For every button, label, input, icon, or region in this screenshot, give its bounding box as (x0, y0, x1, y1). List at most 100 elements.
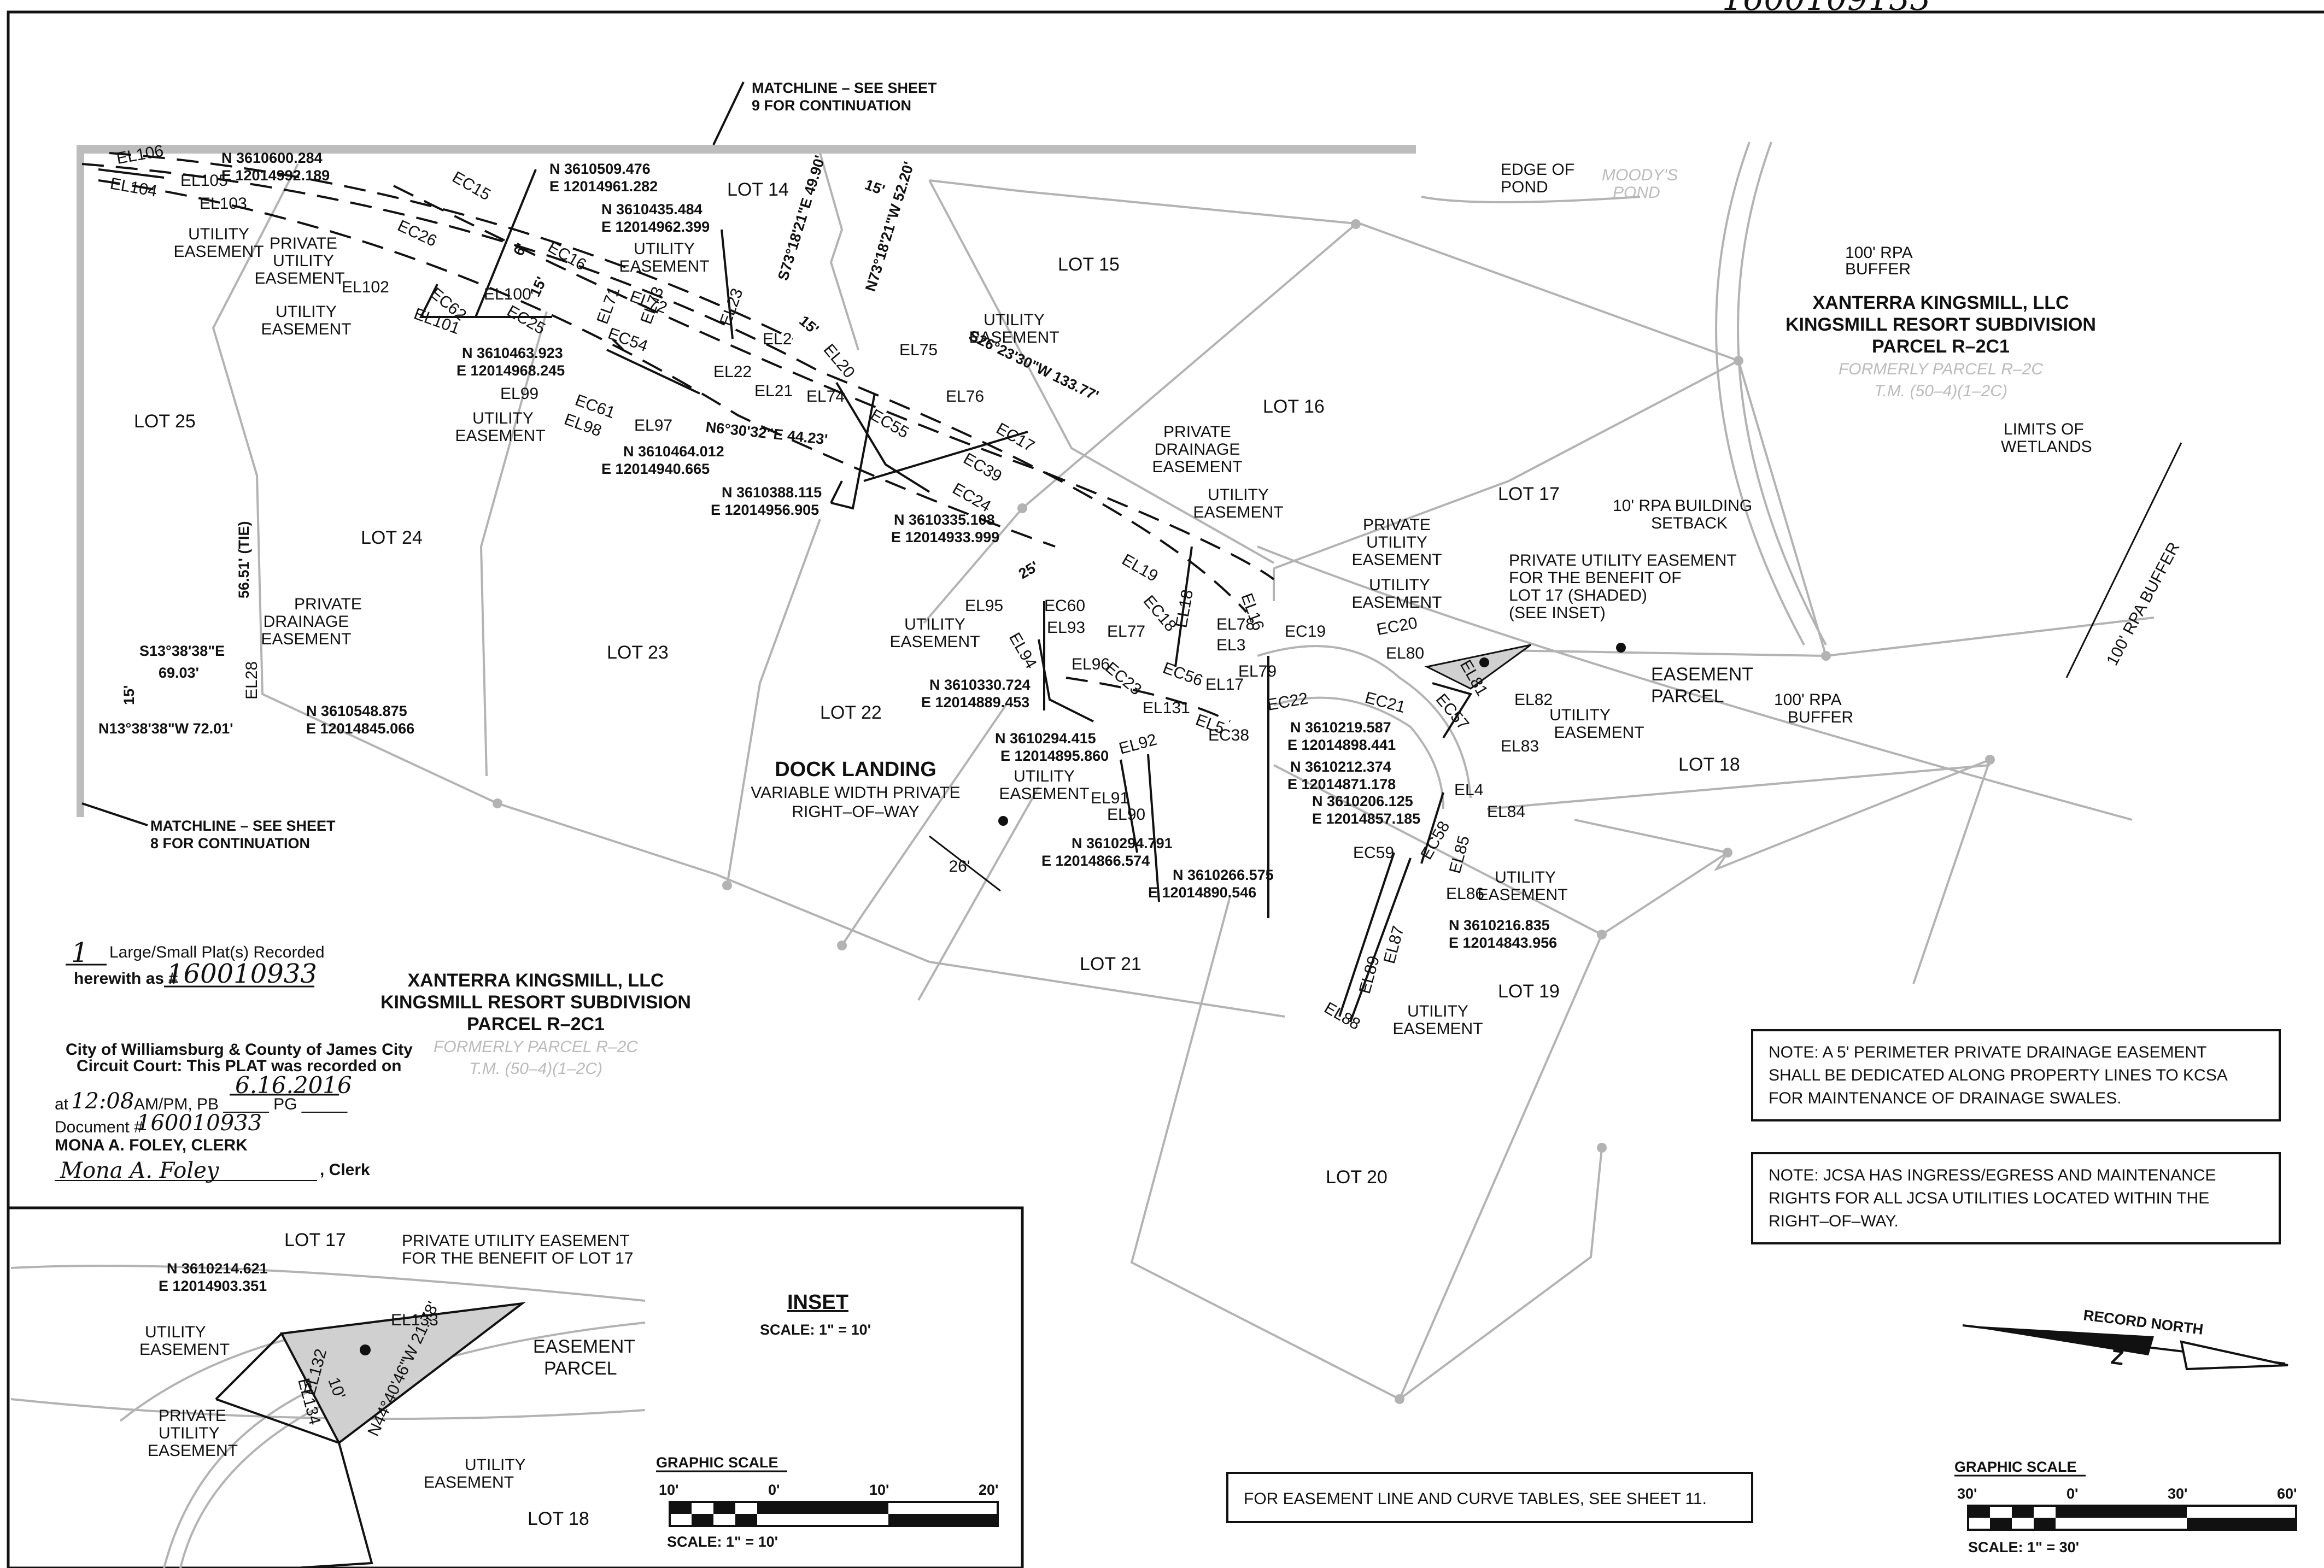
svg-text:SCALE: 1" = 10': SCALE: 1" = 10' (667, 1534, 778, 1550)
svg-text:RIGHTS FOR ALL JCSA UTILITIES: RIGHTS FOR ALL JCSA UTILITIES LOCATED WI… (1769, 1189, 2209, 1207)
svg-text:0': 0' (768, 1482, 780, 1498)
north-arrow: Z RECORD NORTH (1962, 1307, 2288, 1371)
svg-text:PARCEL: PARCEL (544, 1358, 617, 1379)
svg-text:FORMERLY PARCEL R–2C: FORMERLY PARCEL R–2C (434, 1038, 638, 1056)
svg-text:EC18: EC18 (1140, 592, 1180, 635)
svg-text:EASEMENT: EASEMENT (1392, 1020, 1483, 1038)
svg-text:EL4: EL4 (1454, 781, 1483, 799)
svg-text:EASEMENT: EASEMENT (254, 269, 344, 287)
svg-text:POND: POND (1613, 184, 1660, 202)
sheet-border (7, 10, 2324, 1568)
svg-text:UTILITY: UTILITY (1549, 706, 1611, 724)
parcel-east-label: XANTERRA KINGSMILL, LLC KINGSMILL RESORT… (1786, 292, 2096, 400)
svg-text:N 3610509.476: N 3610509.476 (549, 161, 651, 177)
svg-text:10': 10' (869, 1482, 889, 1498)
matchline-bottom: MATCHLINE – SEE SHEET 8 FOR CONTINUATION (150, 818, 336, 851)
svg-text:EASEMENT: EASEMENT (261, 630, 351, 648)
svg-text:EL71: EL71 (594, 284, 624, 326)
svg-text:EASEMENT: EASEMENT (173, 243, 264, 261)
svg-text:EASEMENT: EASEMENT (1651, 664, 1753, 685)
svg-text:DOCK LANDING: DOCK LANDING (775, 758, 936, 781)
svg-text:E 12014895.860: E 12014895.860 (1000, 748, 1109, 764)
note-drainage: NOTE: A 5' PERIMETER PRIVATE DRAINAGE EA… (1751, 1029, 2281, 1121)
svg-text:EC38: EC38 (1208, 726, 1249, 744)
svg-text:FOR THE BENEFIT OF: FOR THE BENEFIT OF (1509, 569, 1682, 587)
svg-text:N 3610548.875: N 3610548.875 (306, 703, 407, 719)
svg-text:EL20: EL20 (820, 340, 858, 381)
svg-text:N 3610294.791: N 3610294.791 (1072, 835, 1173, 851)
easement-dashed-lines (81, 152, 1275, 723)
svg-text:EL102: EL102 (342, 278, 389, 296)
svg-text:EC60: EC60 (1044, 597, 1085, 615)
svg-text:NOTE: JCSA HAS INGRESS/EGRESS: NOTE: JCSA HAS INGRESS/EGRESS AND MAINTE… (1769, 1166, 2216, 1184)
svg-text:LOT 21: LOT 21 (1080, 954, 1141, 974)
svg-text:E 12014961.282: E 12014961.282 (549, 178, 658, 195)
svg-text:POND: POND (1501, 178, 1548, 196)
svg-text:UTILITY: UTILITY (472, 409, 534, 427)
svg-text:10' RPA BUILDING: 10' RPA BUILDING (1613, 497, 1752, 515)
easement-point (1479, 657, 1489, 667)
svg-text:KINGSMILL RESORT SUBDIVISION: KINGSMILL RESORT SUBDIVISION (1786, 314, 2096, 335)
svg-text:LOT 18: LOT 18 (528, 1508, 589, 1529)
svg-text:EASEMENT: EASEMENT (148, 1442, 238, 1460)
svg-text:LIMITS OF: LIMITS OF (2004, 420, 2084, 438)
svg-text:EL131: EL131 (1143, 699, 1190, 717)
matchline-band-left (77, 145, 84, 817)
svg-text:8 FOR CONTINUATION: 8 FOR CONTINUATION (150, 835, 310, 851)
svg-text:EL99: EL99 (500, 385, 538, 403)
svg-text:Document #: Document # (55, 1118, 143, 1136)
svg-text:E 12014992.189: E 12014992.189 (221, 167, 330, 184)
lot-corner-dots (493, 219, 1995, 1404)
svg-text:EL28: EL28 (243, 661, 261, 700)
svg-text:100' RPA: 100' RPA (1845, 244, 1913, 262)
svg-text:T.M. (50–4)(1–2C): T.M. (50–4)(1–2C) (1874, 382, 2007, 400)
inset-title: INSET (787, 1291, 848, 1314)
svg-text:EL103: EL103 (200, 195, 247, 213)
svg-text:EASEMENT: EASEMENT (533, 1336, 635, 1357)
svg-text:15': 15' (796, 313, 822, 338)
svg-text:EASEMENT: EASEMENT (619, 257, 709, 275)
svg-text:, Clerk: , Clerk (320, 1161, 370, 1179)
inset-scale: SCALE: 1" = 10' (760, 1322, 871, 1338)
svg-text:EL79: EL79 (1238, 662, 1277, 680)
dock-landing-point (998, 816, 1008, 826)
svg-text:EC59: EC59 (1353, 844, 1394, 862)
svg-text:PRIVATE: PRIVATE (294, 595, 362, 613)
svg-text:EL105: EL105 (180, 172, 228, 190)
svg-text:XANTERRA KINGSMILL, LLC: XANTERRA KINGSMILL, LLC (1812, 292, 2069, 313)
svg-text:T.M. (50–4)(1–2C): T.M. (50–4)(1–2C) (469, 1060, 602, 1078)
svg-text:EC15: EC15 (449, 168, 494, 204)
svg-text:EL78: EL78 (1216, 615, 1255, 633)
svg-text:XANTERRA KINGSMILL, LLC: XANTERRA KINGSMILL, LLC (407, 970, 664, 991)
svg-text:VARIABLE WIDTH PRIVATE: VARIABLE WIDTH PRIVATE (751, 784, 960, 802)
feature-labels: EDGE OF POND MOODY'S POND 100' RPA BUFFE… (1501, 161, 2183, 726)
svg-text:LOT 25: LOT 25 (134, 411, 196, 432)
svg-text:30': 30' (2168, 1485, 2187, 1502)
svg-text:E 12014871.178: E 12014871.178 (1287, 776, 1396, 792)
svg-text:E 12014889.453: E 12014889.453 (921, 694, 1029, 710)
svg-text:UTILITY: UTILITY (273, 252, 334, 270)
svg-text:EC25: EC25 (504, 302, 548, 338)
svg-text:EL23: EL23 (717, 286, 747, 328)
svg-text:EL22: EL22 (713, 363, 752, 381)
svg-text:EASEMENT: EASEMENT (1193, 503, 1283, 521)
graphic-scale-main: GRAPHIC SCALE 30' 0' 30' 60' SCALE: 1" =… (1954, 1459, 2297, 1555)
svg-text:EL96: EL96 (1072, 655, 1110, 673)
note-tables: FOR EASEMENT LINE AND CURVE TABLES, SEE … (1226, 1472, 1753, 1523)
svg-text:LOT 20: LOT 20 (1326, 1167, 1388, 1188)
svg-text:E 12014898.441: E 12014898.441 (1287, 737, 1396, 753)
svg-text:City of Williamsburg & County: City of Williamsburg & County of James C… (66, 1041, 413, 1059)
svg-text:N 3610206.125: N 3610206.125 (1312, 793, 1413, 809)
svg-text:EASEMENT: EASEMENT (969, 328, 1059, 347)
svg-text:PARCEL: PARCEL (1651, 686, 1724, 707)
svg-text:LOT 18: LOT 18 (1678, 754, 1740, 775)
svg-text:LOT 22: LOT 22 (820, 702, 882, 723)
svg-text:EL83: EL83 (1501, 737, 1539, 755)
svg-text:UTILITY: UTILITY (276, 303, 337, 321)
svg-text:BUFFER: BUFFER (1845, 260, 1911, 278)
svg-text:20': 20' (979, 1482, 998, 1498)
svg-text:PRIVATE: PRIVATE (270, 234, 337, 252)
svg-text:FORMERLY PARCEL R–2C: FORMERLY PARCEL R–2C (1839, 360, 2043, 378)
svg-text:UTILITY: UTILITY (1366, 533, 1427, 551)
svg-text:PARCEL R–2C1: PARCEL R–2C1 (467, 1014, 605, 1035)
